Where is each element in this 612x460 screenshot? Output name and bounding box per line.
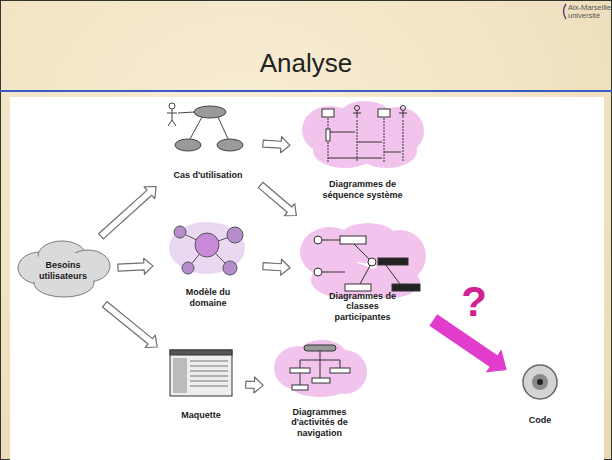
logo-text: Aix-Marseille université [568,4,612,20]
association [218,117,228,139]
navigation-sketch [290,345,350,390]
use-case-ellipse [194,106,226,118]
actor-body [353,111,361,118]
model-blob [169,222,245,274]
messages [328,132,401,158]
activity [330,368,350,373]
title-rule [0,90,612,92]
pink-cloud [302,101,424,168]
title-bar [170,350,232,355]
class-diagram-node: Diagrammes de classes participantes [300,222,425,322]
navigation-node: Diagrammes d'activités de navigation [272,338,367,438]
lifelines [328,118,403,162]
model-class [223,261,237,275]
domain-model-icon [169,222,245,275]
actor-head [401,106,406,111]
model-class [195,233,219,257]
hollow-arrow [263,259,290,275]
code-node: Code [515,360,565,425]
node-caption: Diagrammes de classes participantes [318,291,408,322]
use-case-node: Cas d'utilisation [163,100,253,180]
sequence-sketch [322,106,407,163]
lifeline-box [378,109,390,117]
slide-title: Analyse [260,48,353,79]
hollow-arrow [258,182,296,215]
actor-head [169,103,175,109]
hollow-arrow [102,302,157,348]
node-caption: Diagrammes de séquence système [318,179,408,200]
node-caption: Diagrammes d'activités de navigation [280,407,360,438]
model-class [182,262,194,274]
activity [304,345,336,351]
pink-cloud [274,340,367,397]
class-box [340,236,366,244]
sequence-node: Diagrammes de séquence système [300,100,425,200]
model-class [174,226,186,238]
form-rows [190,361,228,386]
disk [523,365,557,399]
mockup-window [170,350,232,396]
node-caption: Besoins utilisateurs [32,260,94,281]
model-class [227,227,243,243]
activity [290,368,310,373]
class-box [392,284,420,291]
class-box [378,258,408,265]
boundary-class [314,236,322,244]
side-panel [173,358,187,393]
code-disk [523,365,557,399]
actor-head [355,106,360,111]
boundary-class [314,268,322,276]
window [170,350,232,396]
cloud-lobe [357,134,417,168]
pink-cloud [300,223,426,298]
control-class [368,258,376,266]
class-sketch [314,236,420,291]
use-case-ellipse [217,139,243,151]
use-case-ellipse [175,139,201,151]
hollow-arrow [263,137,290,153]
actor-body [167,109,177,126]
pink-arrow [429,314,506,372]
class-box [345,284,371,291]
white-panel [10,97,604,460]
lifeline-box [322,109,334,117]
activity [312,378,330,383]
node-caption: Maquette [181,410,221,420]
logo-bracket [564,4,567,19]
activation [326,129,330,141]
association [178,112,194,113]
disk-hole [537,379,543,385]
question-mark: ? [461,281,487,323]
activity [292,385,308,390]
hollow-arrow [118,258,153,274]
requirements-cloud: Besoins utilisateurs [18,243,108,298]
grey-cloud [18,241,110,297]
hollow-arrow [246,377,264,393]
mockup-node: Maquette [165,345,237,420]
cloud-fill [25,252,101,288]
hollow-arrow [99,187,156,239]
actor-body [399,111,407,118]
node-caption: Cas d'utilisation [173,170,242,180]
node-caption: Code [529,415,552,425]
use-case-icon [167,103,243,151]
node-caption: Modèle du domaine [178,287,238,308]
domain-model-node: Modèle du domaine [163,218,253,308]
disk-ring [532,374,548,390]
association [190,117,202,139]
